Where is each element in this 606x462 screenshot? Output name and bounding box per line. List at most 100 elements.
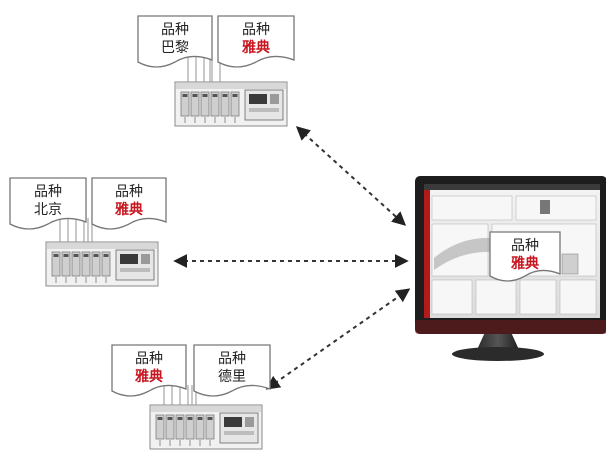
connections-layer — [173, 126, 411, 390]
paper-card-outline — [137, 15, 213, 68]
screen-panel — [475, 279, 517, 315]
card-line2: 雅典 — [115, 201, 143, 218]
plc-display — [249, 94, 267, 104]
plc-io-module — [175, 414, 185, 440]
plc-top-rail — [47, 243, 157, 249]
paper-card-outline — [217, 15, 295, 68]
card-line1: 品种 — [34, 184, 62, 200]
plc-led — [232, 94, 238, 97]
plc-display — [120, 254, 138, 264]
card-line1: 品种 — [135, 351, 163, 367]
card-line1: 品种 — [218, 351, 246, 367]
screen-panel — [559, 279, 597, 315]
plc-led — [73, 254, 79, 257]
screen-panel — [515, 195, 597, 221]
screen-panel — [431, 195, 513, 221]
card-line2: 雅典 — [511, 255, 539, 272]
connection-arrow-bottom-monitor — [265, 288, 411, 390]
plc-io-module — [91, 251, 101, 277]
plc-io-module — [51, 251, 61, 277]
plc-io-module — [190, 91, 200, 117]
plc-io-module — [180, 91, 190, 117]
plc-led — [207, 417, 213, 420]
plc-display — [224, 417, 242, 427]
plc-io-module — [185, 414, 195, 440]
paper-card-outline — [111, 344, 187, 397]
screen-trend-shape — [434, 237, 494, 270]
screen-sidebar — [424, 190, 430, 318]
plc-label-strip — [224, 431, 254, 435]
screen-panel — [519, 279, 557, 315]
plc-io-module — [155, 414, 165, 440]
plc-led — [202, 94, 208, 97]
card-line1: 品种 — [161, 22, 189, 38]
plc-led — [182, 94, 188, 97]
plc-io-module — [165, 414, 175, 440]
screen-titlebar — [424, 184, 600, 190]
plc-io-module — [200, 91, 210, 117]
plc-led — [167, 417, 173, 420]
plc-io-module — [195, 414, 205, 440]
plc-led — [53, 254, 59, 257]
plc-keypad — [245, 417, 254, 427]
plc-led — [157, 417, 163, 420]
screen-widget — [561, 253, 579, 275]
plc-led — [177, 417, 183, 420]
plc-led — [83, 254, 89, 257]
plc-top-rail — [151, 406, 261, 412]
card-line2: 雅典 — [242, 39, 270, 56]
plc-keypad — [270, 94, 279, 104]
plc-io-module — [220, 91, 230, 117]
plc-io-module — [71, 251, 81, 277]
plc-top-rail — [176, 83, 286, 89]
plc-led — [187, 417, 193, 420]
plc-led — [63, 254, 69, 257]
plc-led — [212, 94, 218, 97]
card-line1: 品种 — [511, 238, 539, 254]
plc-io-module — [205, 414, 215, 440]
plc-label-strip — [120, 268, 150, 272]
plc-io-module — [101, 251, 111, 277]
card-line2: 北京 — [34, 202, 62, 218]
plc-controller-icon — [149, 404, 263, 450]
screen-widget — [540, 200, 550, 214]
plc-io-module — [230, 91, 240, 117]
connection-arrow-top-monitor — [295, 126, 407, 226]
paper-card-outline — [91, 177, 167, 230]
plc-keypad — [141, 254, 150, 264]
plc-io-module — [81, 251, 91, 277]
plc-led — [222, 94, 228, 97]
plc-led — [93, 254, 99, 257]
monitor-base — [452, 347, 544, 361]
card-line1: 品种 — [115, 184, 143, 200]
plc-io-module — [210, 91, 220, 117]
plc-label-strip — [249, 108, 279, 112]
plc-io-module — [61, 251, 71, 277]
card-line1: 品种 — [242, 22, 270, 38]
card-line2: 雅典 — [135, 368, 163, 385]
screen-panel — [431, 279, 473, 315]
paper-card-outline — [489, 231, 561, 282]
card-line2: 巴黎 — [161, 40, 189, 56]
paper-card-outline — [193, 344, 271, 397]
plc-controller-icon — [174, 81, 288, 127]
plc-controller-icon — [45, 241, 159, 287]
paper-card-outline — [9, 177, 87, 230]
monitor-neck — [476, 330, 520, 352]
card-line2: 德里 — [218, 369, 246, 385]
plc-led — [197, 417, 203, 420]
